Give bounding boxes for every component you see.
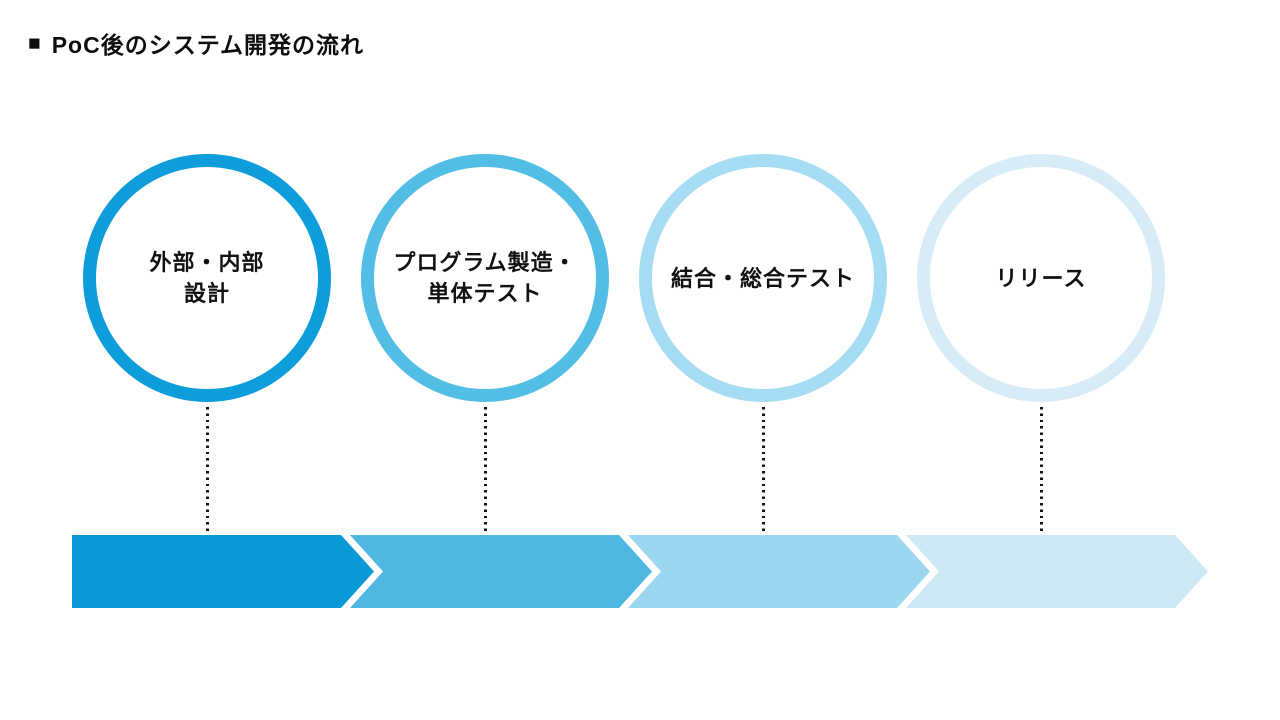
stage-arrow-build-unit-test [350, 535, 652, 608]
stage-circle-integration-test: 結合・総合テスト [639, 154, 887, 402]
page-title: ■ PoC後のシステム開発の流れ [28, 26, 364, 60]
page-title-text: PoC後のシステム開発の流れ [51, 32, 364, 58]
stage-connector-dotted-line [206, 407, 209, 533]
stage-circle-build-unit-test: プログラム製造・ 単体テスト [361, 154, 609, 402]
stage-connector-dotted-line [1040, 407, 1043, 533]
stage-label-integration-test: 結合・総合テスト [670, 265, 855, 291]
stage-circle-design: 外部・内部 設計 [83, 154, 331, 402]
stage-connector-dotted-line [762, 407, 765, 533]
stage-arrow-integration-test [628, 535, 930, 608]
stage-arrow-design [72, 535, 374, 608]
stage-circle-release: リリース [917, 154, 1165, 402]
stage-connector-dotted-line [484, 407, 487, 533]
stage-label-build-unit-test: プログラム製造・ 単体テスト [393, 250, 577, 306]
stage-label-design: 外部・内部 設計 [149, 250, 265, 306]
stage-label-release: リリース [995, 265, 1087, 291]
stage-arrow-release [906, 535, 1208, 608]
title-square-icon: ■ [28, 31, 41, 55]
